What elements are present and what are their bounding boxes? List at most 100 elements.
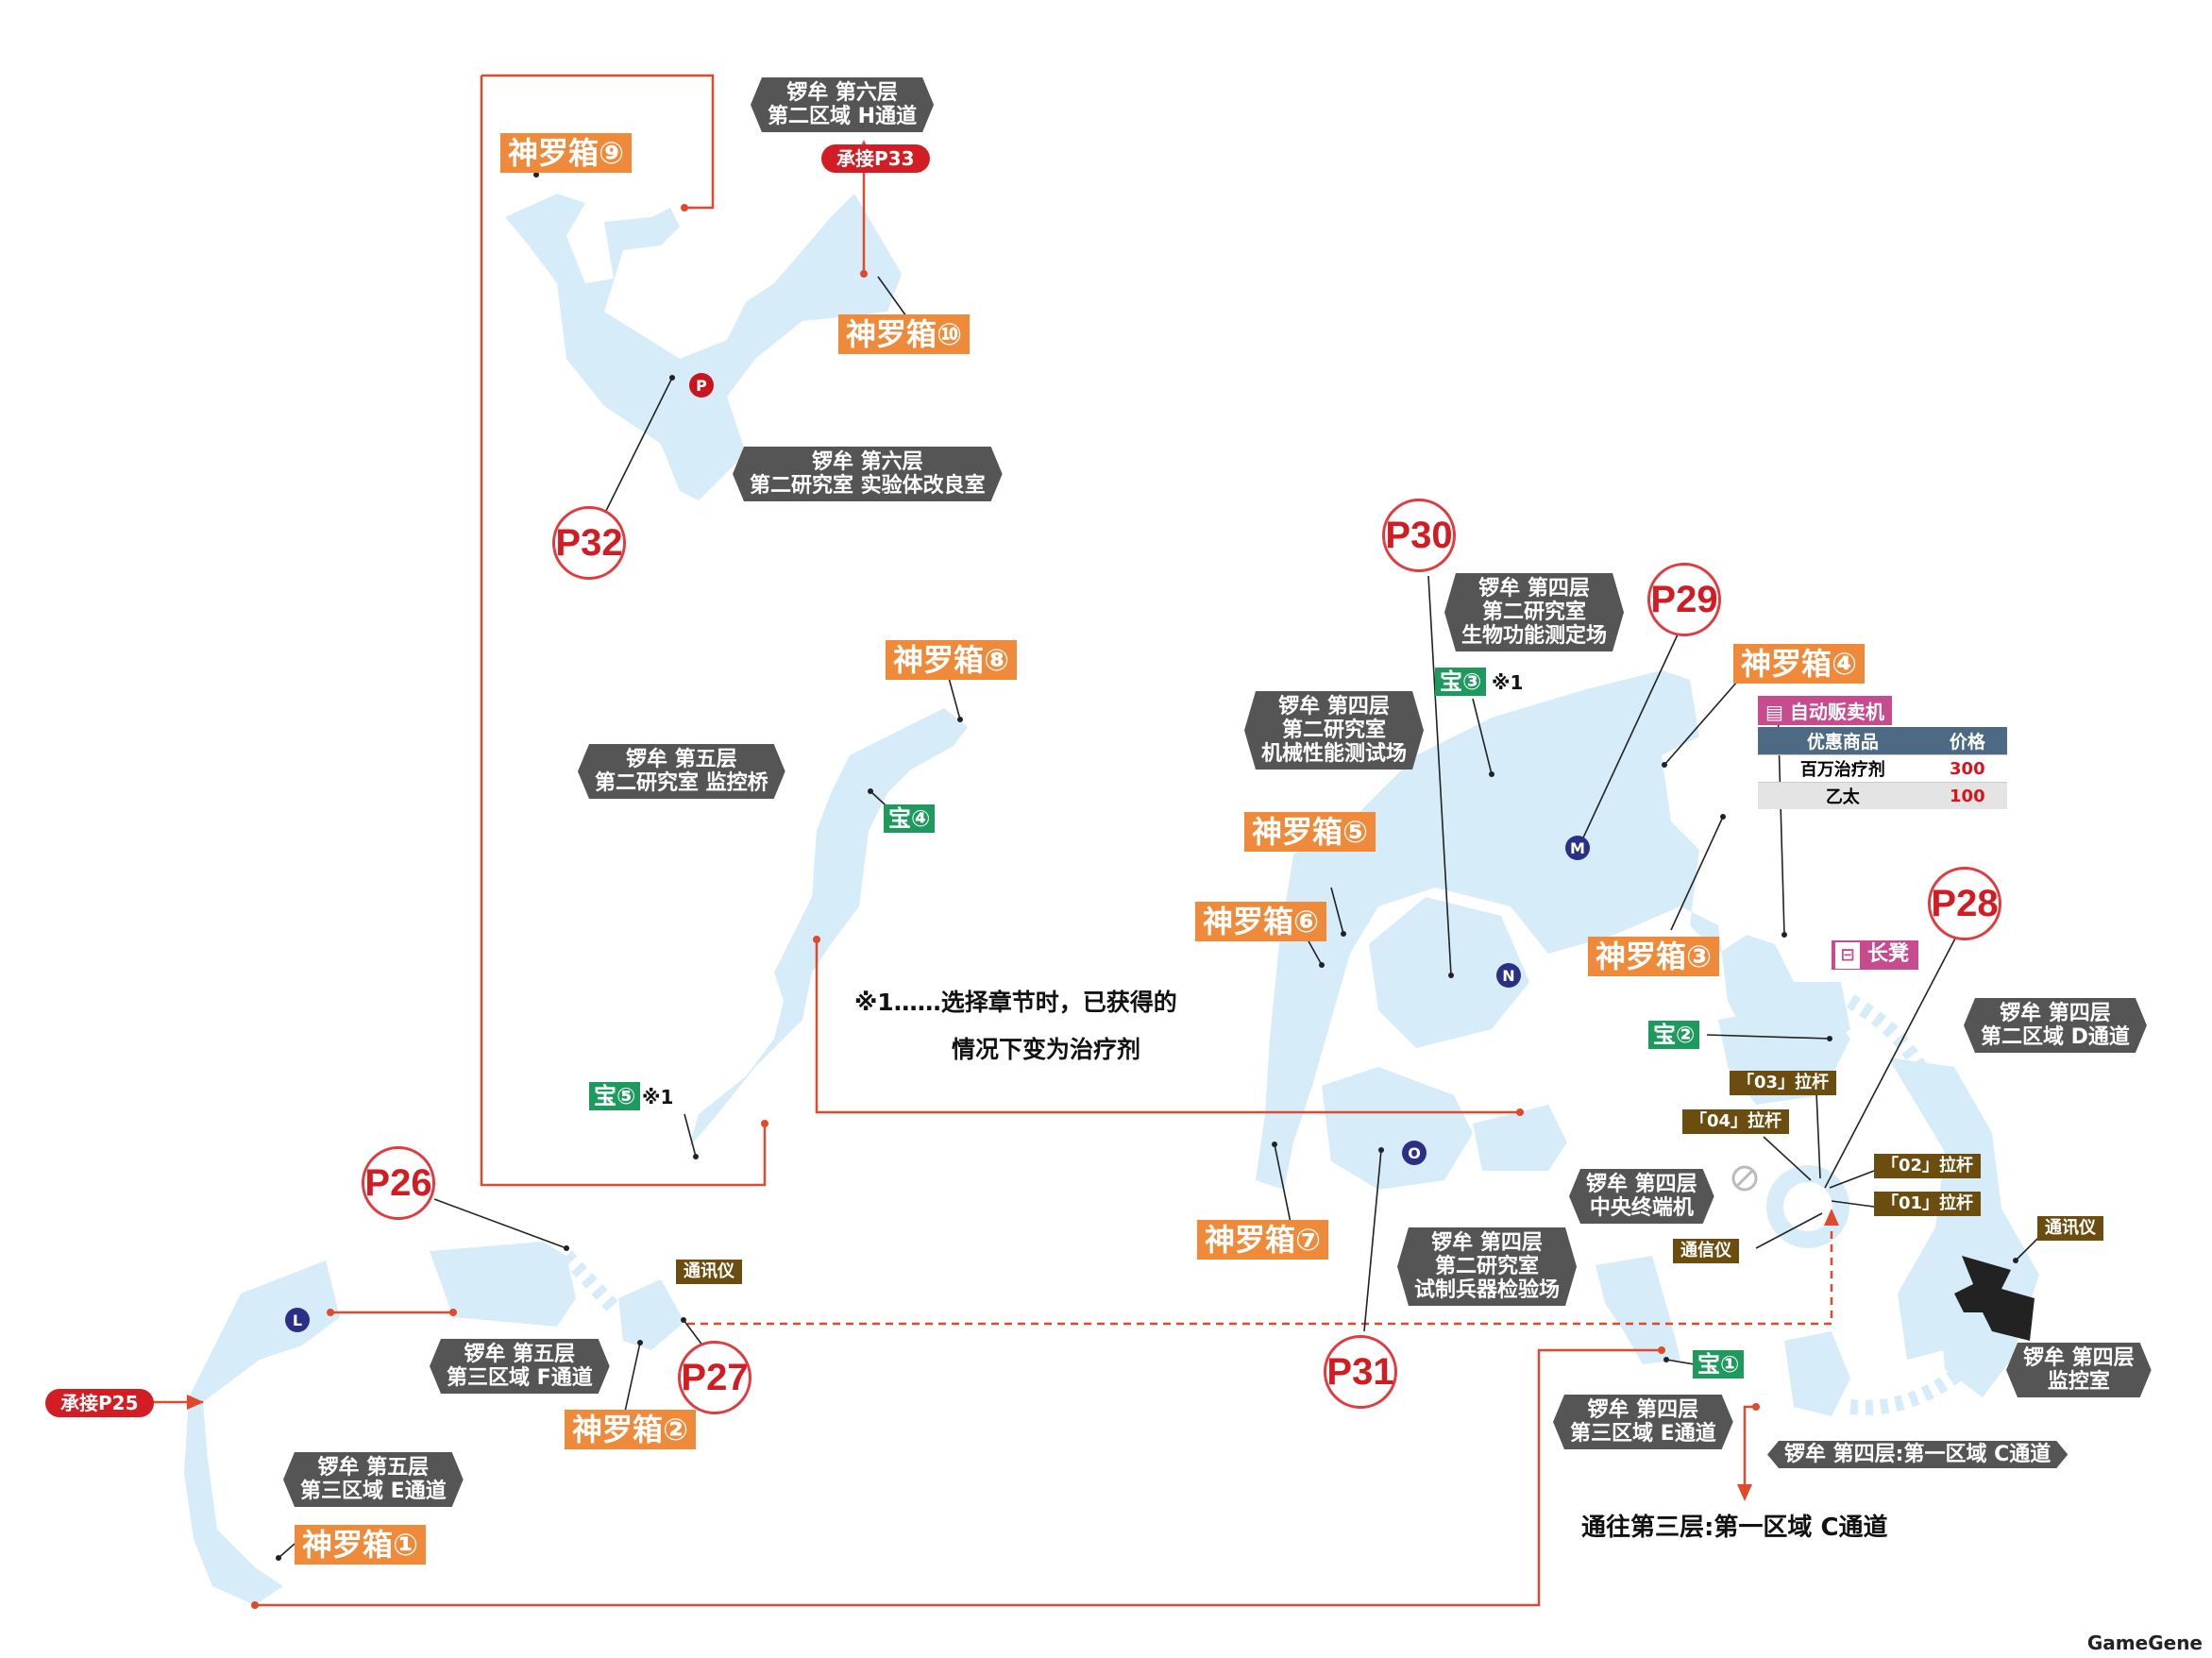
- chest-3: 神罗箱③: [1588, 937, 1720, 976]
- page-p27[interactable]: P27: [678, 1341, 751, 1414]
- route-l6-top: [481, 74, 715, 210]
- area-label-l4-mech: 锣牟 第四层第二研究室机械性能测试场: [1244, 691, 1424, 770]
- marker-n: N: [1496, 963, 1521, 988]
- chest-8: 神罗箱⑧: [886, 640, 1018, 680]
- leader-p29: [1578, 634, 1679, 849]
- chest-2: 神罗箱②: [565, 1410, 697, 1449]
- dot: [327, 1309, 334, 1316]
- area-label-l4-central: 锣牟 第四层中央终端机: [1569, 1169, 1714, 1224]
- leader-p32: [603, 377, 673, 516]
- dot: [813, 936, 820, 943]
- page-p30[interactable]: P30: [1382, 499, 1456, 572]
- route-dashed: [687, 1218, 1833, 1326]
- dot: [1341, 931, 1346, 937]
- page-p31[interactable]: P31: [1324, 1335, 1397, 1409]
- area-label-l5-f: 锣牟 第五层第三区域 F通道: [430, 1339, 610, 1394]
- dot: [1662, 762, 1667, 768]
- page-p28[interactable]: P28: [1928, 867, 2001, 940]
- lever-03: 「03」拉杆: [1730, 1071, 1837, 1095]
- arrow-right-p25: [187, 1395, 204, 1410]
- leader-comm-right: [2015, 1234, 2042, 1261]
- area-l5-f: [430, 1242, 576, 1327]
- blocked-icon-slash: [1735, 1169, 1754, 1188]
- dot: [1663, 1357, 1669, 1362]
- area-l5-bridge: [689, 708, 968, 1147]
- route-exit: [1743, 1405, 1756, 1494]
- dot: [449, 1309, 457, 1316]
- leader-t5: [684, 1113, 697, 1158]
- vending-item: 百万治疗剂: [1758, 754, 1928, 783]
- dot: [693, 1154, 699, 1159]
- leader-c5: [1330, 887, 1344, 935]
- page-p29[interactable]: P29: [1647, 563, 1721, 636]
- lever-02: 「02」拉杆: [1874, 1154, 1982, 1178]
- dot: [2013, 1258, 2018, 1263]
- leader-l03: [1815, 1091, 1821, 1179]
- arrow-down-exit: [1737, 1484, 1752, 1501]
- treasure-3-note: ※1: [1492, 671, 1524, 694]
- dot: [533, 172, 539, 178]
- area-label-l4-bio: 锣牟 第四层第二研究室生物功能测定场: [1444, 573, 1624, 651]
- area-l4-c: [1784, 1331, 1850, 1416]
- dot: [251, 1601, 259, 1609]
- area-l4-n: [1369, 897, 1529, 1048]
- leader-c7: [1274, 1143, 1292, 1224]
- dot: [868, 788, 873, 794]
- leader-comm-center: [1755, 1212, 1823, 1249]
- area-label-l4-weapon: 锣牟 第四层第二研究室试制兵器检验场: [1397, 1227, 1577, 1306]
- comm-left: 通讯仪: [676, 1260, 742, 1284]
- leader-c10: [877, 276, 907, 317]
- marker-o: O: [1402, 1141, 1427, 1165]
- dot: [681, 204, 688, 211]
- treasure-1: 宝①: [1693, 1350, 1745, 1379]
- route-lines: [142, 74, 1756, 1607]
- page-p32[interactable]: P32: [552, 506, 626, 580]
- dot: [1319, 962, 1325, 968]
- leader-c6: [1307, 939, 1323, 966]
- vending-price: 100: [1927, 782, 2007, 809]
- vending-title: ▤ 自动贩卖机: [1758, 696, 1892, 725]
- leader-t1: [1665, 1359, 1696, 1365]
- leader-c4: [1663, 681, 1738, 766]
- area-label-l5-monitor: 锣牟 第五层第二研究室 监控桥: [578, 744, 785, 799]
- bench-icon: ⊟: [1835, 942, 1860, 969]
- area-l5-f-end: [618, 1279, 684, 1350]
- leader-c1: [278, 1543, 295, 1559]
- leader-l04: [1763, 1136, 1812, 1181]
- dot: [276, 1555, 281, 1561]
- dot: [681, 1317, 686, 1323]
- leader-t3: [1472, 698, 1493, 775]
- area-l4-e: [1596, 1256, 1680, 1364]
- route-l5-to-l4: [815, 939, 1520, 1114]
- route-e-to-l4e: [255, 1348, 1662, 1607]
- area-label-l4-e: 锣牟 第四层第三区域 E通道: [1553, 1395, 1733, 1449]
- vending-table: 优惠商品 价格 百万治疗剂 300 乙太 100: [1758, 727, 2007, 809]
- dot: [564, 1245, 569, 1251]
- vending-icon: ▤: [1765, 701, 1790, 723]
- area-label-l5-e: 锣牟 第五层第三区域 E通道: [283, 1452, 464, 1507]
- leader-c2: [624, 1342, 641, 1413]
- treasure-5-note: ※1: [642, 1086, 674, 1108]
- leader-l01: [1831, 1200, 1875, 1208]
- area-label-l4-d: 锣牟 第四层第二区域 D通道: [1964, 998, 2147, 1053]
- dot: [1489, 771, 1494, 777]
- page-p26[interactable]: P26: [362, 1146, 435, 1220]
- lever-04: 「04」拉杆: [1682, 1109, 1790, 1134]
- leader-t2: [1706, 1034, 1831, 1040]
- dot: [1720, 814, 1726, 820]
- corridor-c: [1849, 1362, 1969, 1415]
- leader-l02: [1829, 1170, 1875, 1189]
- comm-right: 通讯仪: [2037, 1216, 2103, 1241]
- leader-c8: [948, 677, 961, 720]
- marker-m: M: [1565, 836, 1590, 860]
- pill-to-p33[interactable]: 承接P33: [821, 144, 930, 173]
- leader-p28: [1824, 936, 1957, 1189]
- central-ring: [1766, 1165, 1849, 1248]
- table-row: 百万治疗剂 300: [1758, 754, 2007, 783]
- dot: [1448, 973, 1454, 978]
- chest-7: 神罗箱⑦: [1197, 1220, 1329, 1260]
- dot: [1378, 1147, 1384, 1153]
- bench: ⊟长凳: [1832, 940, 1919, 970]
- pill-from-p25[interactable]: 承接P25: [45, 1389, 154, 1417]
